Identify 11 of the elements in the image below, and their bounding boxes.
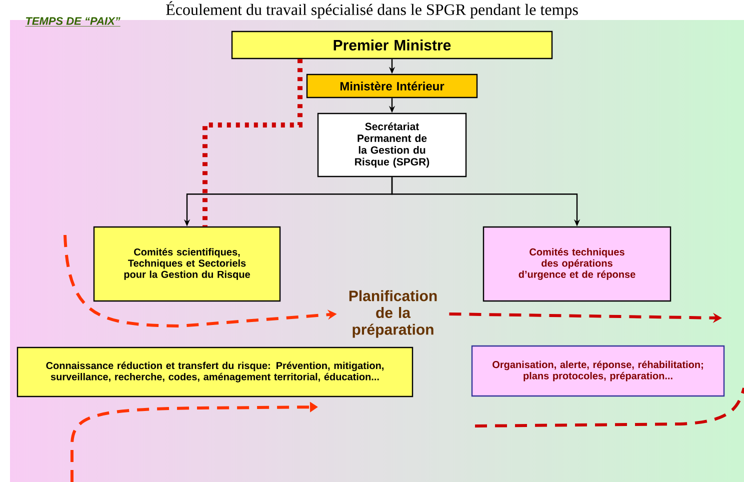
page-title: Écoulement du travail spécialisé dans le SPGR pendant le temps xyxy=(166,1,578,18)
ministry-box: Ministère Intérieur xyxy=(306,74,478,98)
title-box: Premier Ministre xyxy=(231,30,553,60)
dotted-line xyxy=(202,59,302,226)
section-label: TEMPS DE “PAIX” xyxy=(25,17,121,26)
committee-box: Comités scientifiques, Techniques et Sectoriels pour la Gestion du Risque xyxy=(93,226,281,302)
secretariat-box: Secrétariat Permanent de la Gestion du Risque (SPGR) xyxy=(317,112,467,178)
task-box: Connaissance réduction et transfert du risque: Prévention, mitigation, surveillance, recherche, codes, aménagement territorial, éducation... xyxy=(16,346,414,398)
committee-box: Comités techniques des opérations d’urgence et de réponse xyxy=(482,226,672,302)
heading-text: Planification de la préparation xyxy=(349,290,437,338)
task-box: Organisation, alerte, réponse, réhabilitation; plans protocoles, préparation... xyxy=(471,345,725,397)
